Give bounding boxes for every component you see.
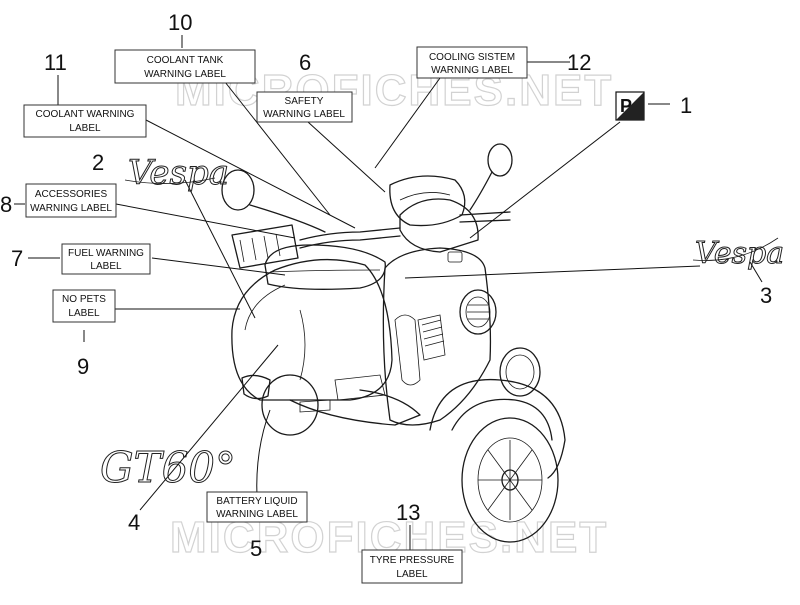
callout-6-line2: WARNING LABEL — [263, 109, 345, 120]
svg-text:10: 10 — [168, 10, 192, 35]
p-symbol-label: P — [615, 91, 645, 121]
callout-5-line2: WARNING LABEL — [216, 509, 298, 520]
svg-text:P: P — [620, 96, 632, 116]
svg-text:6: 6 — [299, 50, 311, 75]
callout-8: 8 ACCESSORIES WARNING LABEL — [0, 183, 117, 218]
scooter-illustration — [221, 143, 566, 543]
svg-text:9: 9 — [77, 354, 89, 379]
callout-11-line1: COOLANT WARNING — [36, 109, 135, 120]
svg-text:1: 1 — [680, 93, 692, 118]
callout-12: COOLING SISTEM WARNING LABEL 12 — [416, 46, 591, 79]
callout-10: 10 COOLANT TANK WARNING LABEL — [114, 10, 256, 84]
callout-10-line2: WARNING LABEL — [144, 69, 226, 80]
vespa-logo-left: Vespa — [124, 153, 230, 194]
callout-5: BATTERY LIQUID WARNING LABEL 5 — [206, 491, 308, 561]
callout-12-line2: WARNING LABEL — [431, 65, 513, 76]
svg-text:13: 13 — [396, 500, 420, 525]
callout-2: 2 — [92, 150, 104, 175]
svg-text:8: 8 — [0, 192, 12, 217]
callout-6: 6 SAFETY WARNING LABEL — [256, 50, 353, 123]
callout-8-line1: ACCESSORIES — [35, 189, 108, 200]
callout-7-line1: FUEL WARNING — [68, 248, 144, 259]
callout-10-line1: COOLANT TANK — [147, 55, 224, 66]
svg-text:3: 3 — [760, 283, 772, 308]
svg-text:Vespa: Vespa — [128, 153, 229, 193]
callout-13: 13 TYRE PRESSURE LABEL — [361, 500, 463, 584]
callout-13-line1: TYRE PRESSURE — [370, 555, 455, 566]
callout-9: NO PETS LABEL 9 — [52, 289, 116, 379]
callout-7-line2: LABEL — [90, 261, 122, 272]
svg-text:2: 2 — [92, 150, 104, 175]
svg-text:4: 4 — [128, 510, 140, 535]
callout-5-line1: BATTERY LIQUID — [216, 496, 297, 507]
callout-3: 3 — [760, 283, 772, 308]
callout-13-line2: LABEL — [396, 569, 428, 580]
svg-text:11: 11 — [44, 50, 67, 75]
svg-text:7: 7 — [11, 246, 23, 271]
svg-text:12: 12 — [567, 50, 591, 75]
callout-9-line1: NO PETS — [62, 294, 106, 305]
svg-text:Vespa: Vespa — [695, 236, 784, 271]
callout-1: 1 — [680, 93, 692, 118]
callout-4: 4 — [128, 510, 140, 535]
leader-lines — [14, 35, 763, 550]
callout-11-line2: LABEL — [69, 123, 101, 134]
callout-8-line2: WARNING LABEL — [30, 203, 112, 214]
callout-9-line2: LABEL — [68, 308, 100, 319]
callout-6-line1: SAFETY — [285, 96, 324, 107]
svg-text:GT60°: GT60° — [100, 443, 236, 492]
callout-12-line1: COOLING SISTEM — [429, 52, 515, 63]
callout-11: 11 COOLANT WARNING LABEL — [23, 50, 147, 138]
gt60-logo: GT60° — [100, 443, 237, 493]
vespa-logo-right: Vespa — [692, 236, 785, 272]
callout-7: 7 FUEL WARNING LABEL — [11, 243, 151, 275]
svg-text:5: 5 — [250, 536, 262, 561]
